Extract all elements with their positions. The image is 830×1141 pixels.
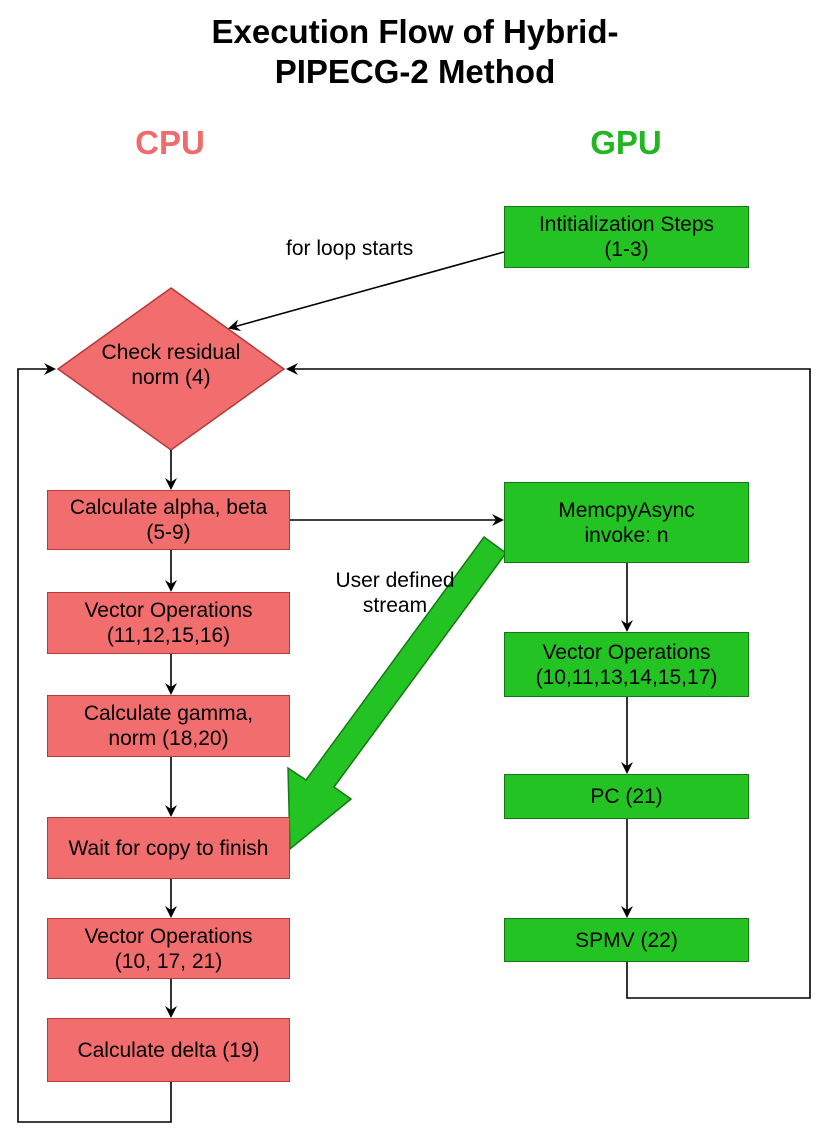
gpu-spmv: SPMV (22) bbox=[504, 918, 749, 962]
gpu-vector-ops-label: Vector Operations (10,11,13,14,15,17) bbox=[535, 640, 718, 689]
gpu-memcpy-async-label: MemcpyAsync invoke: n bbox=[558, 498, 695, 547]
cpu-wait-copy: Wait for copy to finish bbox=[47, 817, 290, 879]
arrow-delta-loop-back bbox=[17, 363, 172, 1123]
gpu-spmv-label: SPMV (22) bbox=[575, 928, 678, 952]
stream-label: User defined stream bbox=[335, 569, 455, 617]
gpu-init-steps-label: Intitialization Steps (1-3) bbox=[538, 213, 715, 261]
arrow-init-to-check bbox=[228, 251, 505, 332]
cpu-vector-ops-2: Vector Operations (10, 17, 21) bbox=[47, 918, 290, 979]
gpu-pc-label: PC (21) bbox=[590, 785, 663, 808]
cpu-calc-alpha-beta-label: Calculate alpha, beta (5-9) bbox=[69, 496, 268, 544]
cpu-calc-gamma-norm: Calculate gamma, norm (18,20) bbox=[47, 695, 290, 757]
title-line-1: Execution Flow of Hybrid- bbox=[211, 13, 619, 50]
gpu-init-steps: Intitialization Steps (1-3) bbox=[504, 206, 749, 268]
cpu-column-heading: CPU bbox=[135, 124, 205, 161]
gpu-memcpy-async: MemcpyAsync invoke: n bbox=[504, 482, 749, 563]
arrow-spmv-loop-back bbox=[286, 363, 811, 999]
title-line-2: PIPECG-2 Method bbox=[274, 53, 556, 90]
cpu-calc-alpha-beta: Calculate alpha, beta (5-9) bbox=[47, 490, 290, 550]
gpu-vector-ops: Vector Operations (10,11,13,14,15,17) bbox=[504, 632, 749, 697]
check-residual-label: Check residual norm (4) bbox=[101, 341, 241, 389]
gpu-column-heading: GPU bbox=[590, 124, 662, 161]
cpu-calc-delta-label: Calculate delta (19) bbox=[77, 1038, 260, 1062]
diagram-title: Execution Flow of Hybrid- PIPECG-2 Metho… bbox=[0, 12, 830, 92]
cpu-calc-gamma-norm-label: Calculate gamma, norm (18,20) bbox=[83, 702, 254, 750]
cpu-calc-delta: Calculate delta (19) bbox=[47, 1018, 290, 1082]
gpu-pc: PC (21) bbox=[504, 774, 749, 819]
loop-start-label: for loop starts bbox=[286, 237, 414, 260]
cpu-wait-copy-label: Wait for copy to finish bbox=[68, 836, 269, 860]
cpu-vector-ops-2-label: Vector Operations (10, 17, 21) bbox=[84, 924, 253, 973]
cpu-vector-ops-1-label: Vector Operations (11,12,15,16) bbox=[84, 599, 253, 647]
stream-arrow bbox=[287, 535, 508, 851]
cpu-vector-ops-1: Vector Operations (11,12,15,16) bbox=[47, 592, 290, 654]
